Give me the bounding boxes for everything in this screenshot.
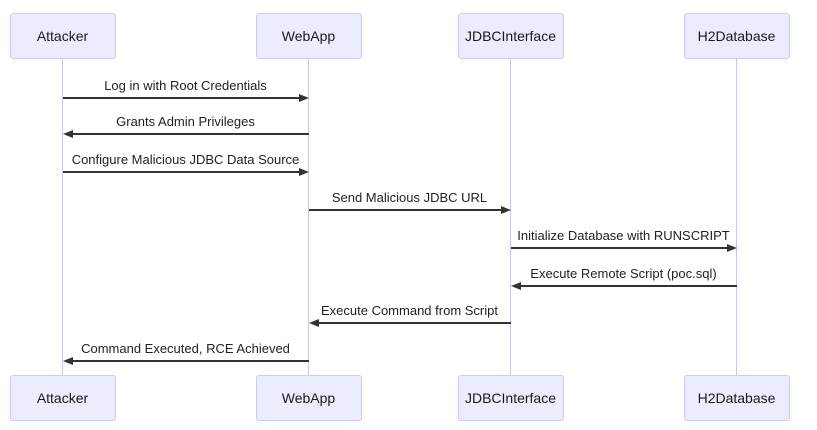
message-line [308, 209, 502, 211]
lifeline-webapp [308, 59, 309, 375]
message-label: Configure Malicious JDBC Data Source [71, 152, 300, 167]
actor-label: WebApp [281, 28, 336, 44]
actor-box-top-attacker: Attacker [9, 13, 116, 59]
actor-box-bottom-h2database: H2Database [683, 375, 790, 421]
arrowhead-icon [62, 129, 73, 138]
message-label: Grants Admin Privileges [116, 114, 255, 129]
actor-label: JDBCInterface [464, 390, 557, 406]
arrowhead-icon [62, 356, 73, 365]
arrowhead-icon [500, 205, 511, 214]
actor-label: JDBCInterface [464, 28, 557, 44]
actor-label: H2Database [697, 28, 776, 44]
message-label: Command Executed, RCE Achieved [81, 341, 290, 356]
actor-box-bottom-attacker: Attacker [9, 375, 116, 421]
arrowhead-icon [308, 318, 319, 327]
message-line [317, 322, 511, 324]
message-label: Initialize Database with RUNSCRIPT [517, 228, 730, 243]
actor-box-bottom-webapp: WebApp [255, 375, 362, 421]
message-line [519, 285, 737, 287]
actor-box-top-jdbcinterface: JDBCInterface [457, 13, 564, 59]
message-line [71, 360, 309, 362]
arrowhead-icon [298, 167, 309, 176]
message-label: Execute Remote Script (poc.sql) [530, 266, 717, 281]
actor-label: WebApp [281, 390, 336, 406]
message-label: Send Malicious JDBC URL [331, 190, 488, 205]
arrowhead-icon [298, 93, 309, 102]
actor-box-top-h2database: H2Database [683, 13, 790, 59]
actor-box-top-webapp: WebApp [255, 13, 362, 59]
message-line [62, 171, 300, 173]
message-line [62, 97, 300, 99]
message-line [71, 133, 309, 135]
actor-label: Attacker [36, 28, 89, 44]
actor-label: Attacker [36, 390, 89, 406]
actor-box-bottom-jdbcinterface: JDBCInterface [457, 375, 564, 421]
message-line [510, 247, 728, 249]
message-label: Execute Command from Script [320, 303, 498, 318]
lifeline-jdbcinterface [510, 59, 511, 375]
actor-label: H2Database [697, 390, 776, 406]
arrowhead-icon [726, 243, 737, 252]
arrowhead-icon [510, 281, 521, 290]
lifeline-h2database [736, 59, 737, 375]
message-label: Log in with Root Credentials [104, 78, 267, 93]
lifeline-attacker [62, 59, 63, 375]
